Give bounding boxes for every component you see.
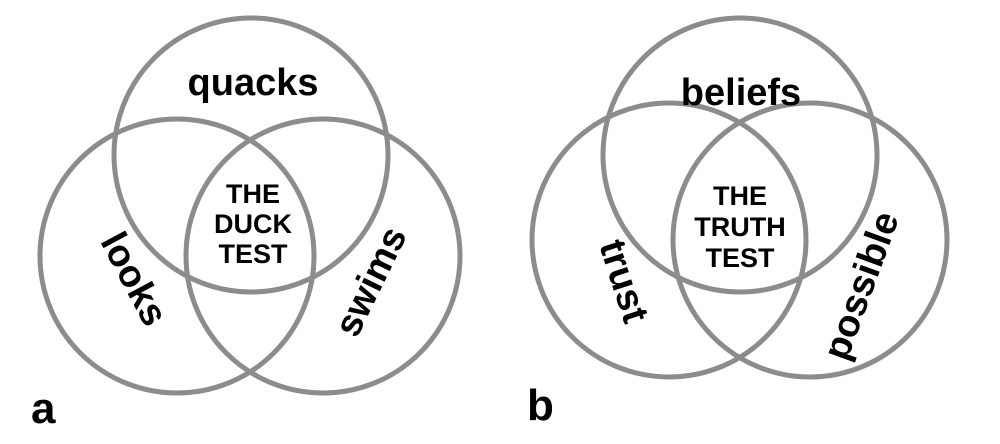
- circle-right-b: [670, 100, 950, 380]
- center-line-2-b: TRUTH: [694, 212, 785, 242]
- circle-top-a: [111, 15, 391, 295]
- label-left-b: trust: [590, 235, 656, 329]
- center-line-3-a: TEST: [218, 239, 288, 269]
- label-top-a: quacks: [188, 62, 319, 104]
- center-line-3-b: TEST: [705, 243, 775, 273]
- panel-label-b: b: [527, 381, 554, 430]
- center-line-2-a: DUCK: [214, 209, 292, 239]
- circle-right-a: [183, 116, 463, 396]
- label-right-b: possible: [816, 206, 908, 365]
- label-right-a: swims: [327, 220, 416, 343]
- label-left-a: looks: [92, 226, 176, 333]
- venn-diagram-b: beliefs trust possible THE TRUTH TEST b: [527, 15, 950, 430]
- center-line-1-b: THE: [713, 181, 767, 211]
- panel-label-a: a: [31, 384, 56, 433]
- circle-top-b: [600, 15, 880, 295]
- label-top-b: beliefs: [681, 72, 801, 114]
- circle-left-b: [529, 100, 809, 380]
- venn-diagram-a: quacks looks swims THE DUCK TEST a: [31, 15, 463, 433]
- center-line-1-a: THE: [226, 179, 280, 209]
- circle-left-a: [37, 116, 317, 396]
